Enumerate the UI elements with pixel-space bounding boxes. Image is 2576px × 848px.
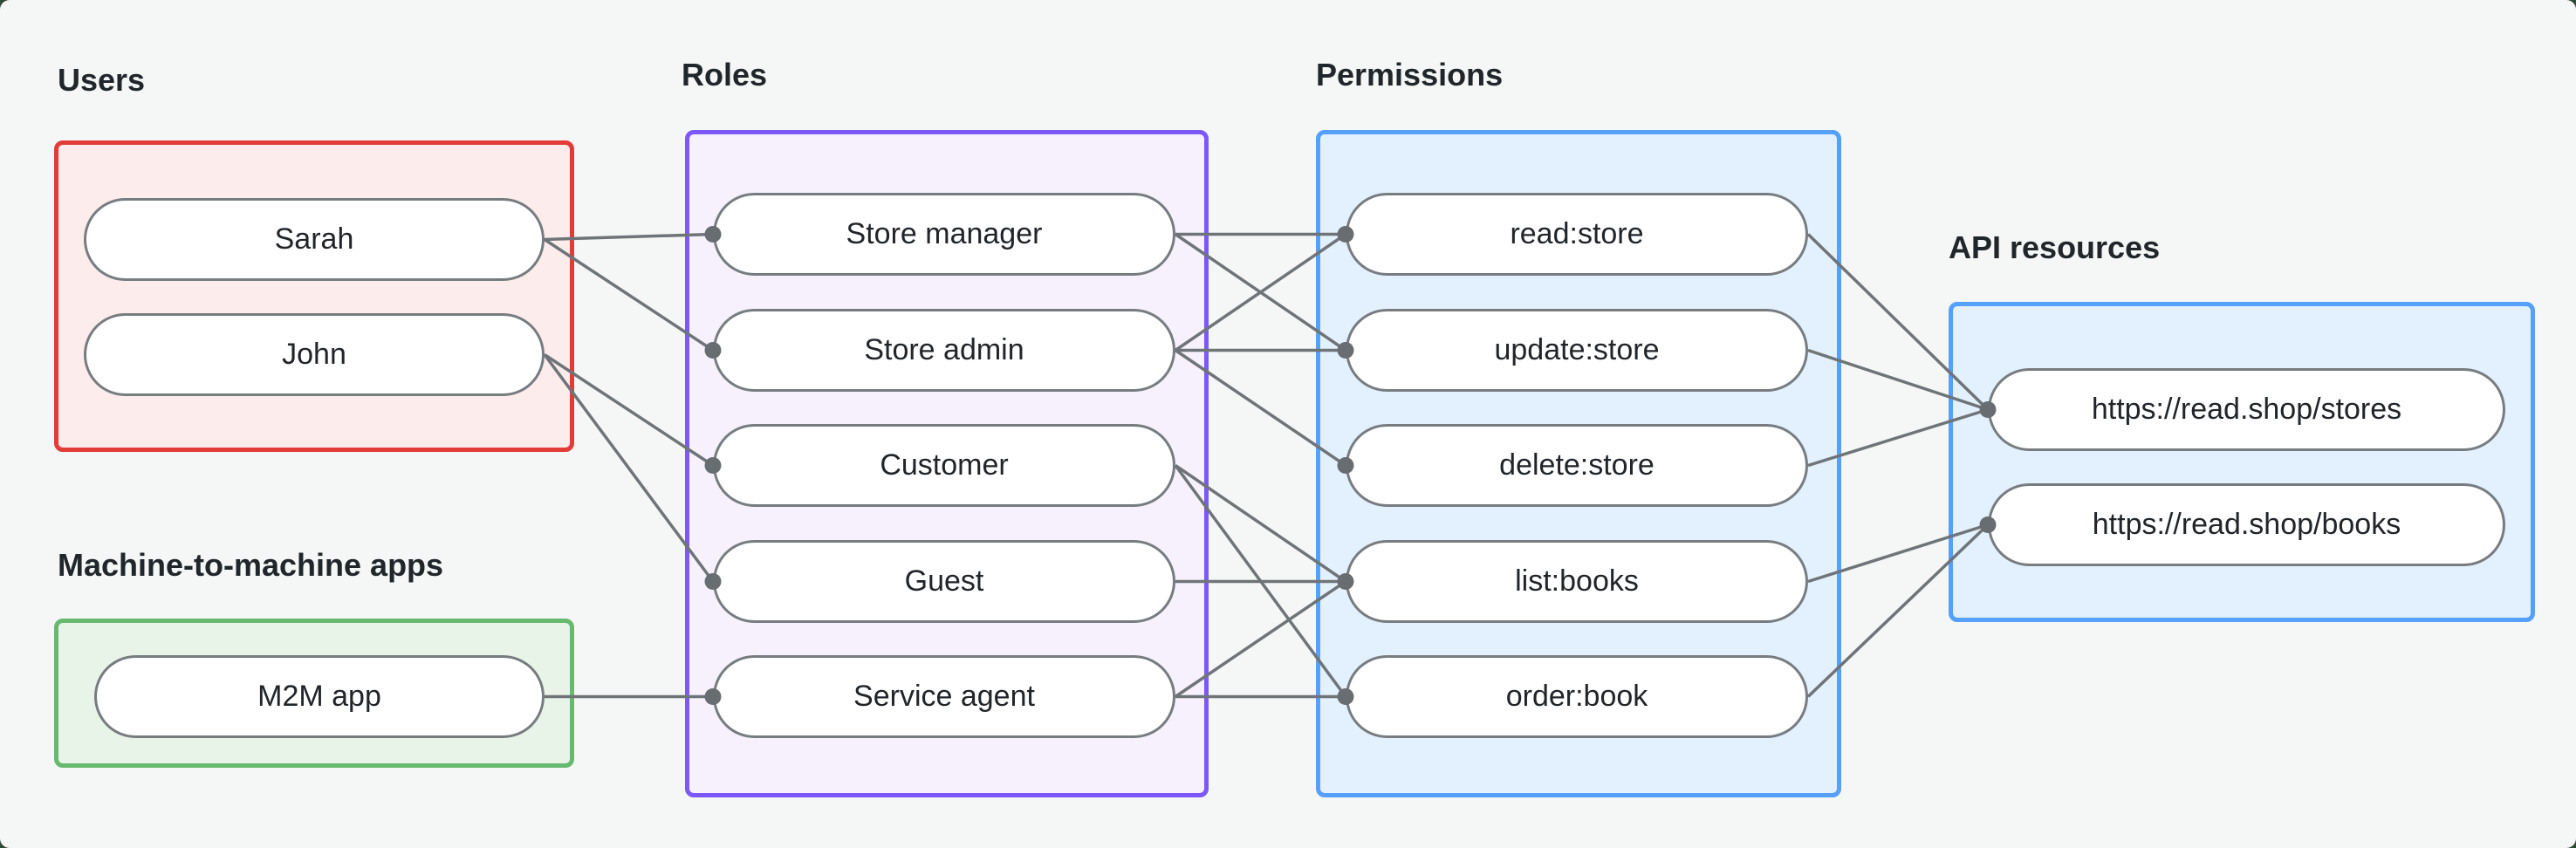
users-group-box [54, 140, 574, 452]
users-group-label: Users [58, 62, 146, 98]
m2m-group-label: Machine-to-machine apps [58, 547, 444, 583]
node-service-agent: Service agent [713, 655, 1175, 738]
node-read-store: read:store [1346, 193, 1808, 276]
node-sarah: Sarah [84, 198, 545, 281]
node-john: John [84, 313, 545, 396]
node-update-store: update:store [1346, 309, 1808, 392]
node-m2m-app: M2M app [94, 655, 545, 738]
node-guest: Guest [713, 540, 1175, 623]
node-store-manager: Store manager [713, 193, 1175, 276]
roles-group-label: Roles [682, 57, 768, 92]
node-books-api: https://read.shop/books [1988, 483, 2505, 566]
api-group-box [1949, 302, 2535, 622]
node-customer: Customer [713, 424, 1175, 507]
node-delete-store: delete:store [1346, 424, 1808, 507]
node-list-books: list:books [1346, 540, 1808, 623]
permissions-group-label: Permissions [1316, 57, 1504, 92]
node-order-book: order:book [1346, 655, 1808, 738]
api-group-label: API resources [1949, 229, 2161, 265]
node-stores-api: https://read.shop/stores [1988, 368, 2505, 451]
node-store-admin: Store admin [713, 309, 1175, 392]
